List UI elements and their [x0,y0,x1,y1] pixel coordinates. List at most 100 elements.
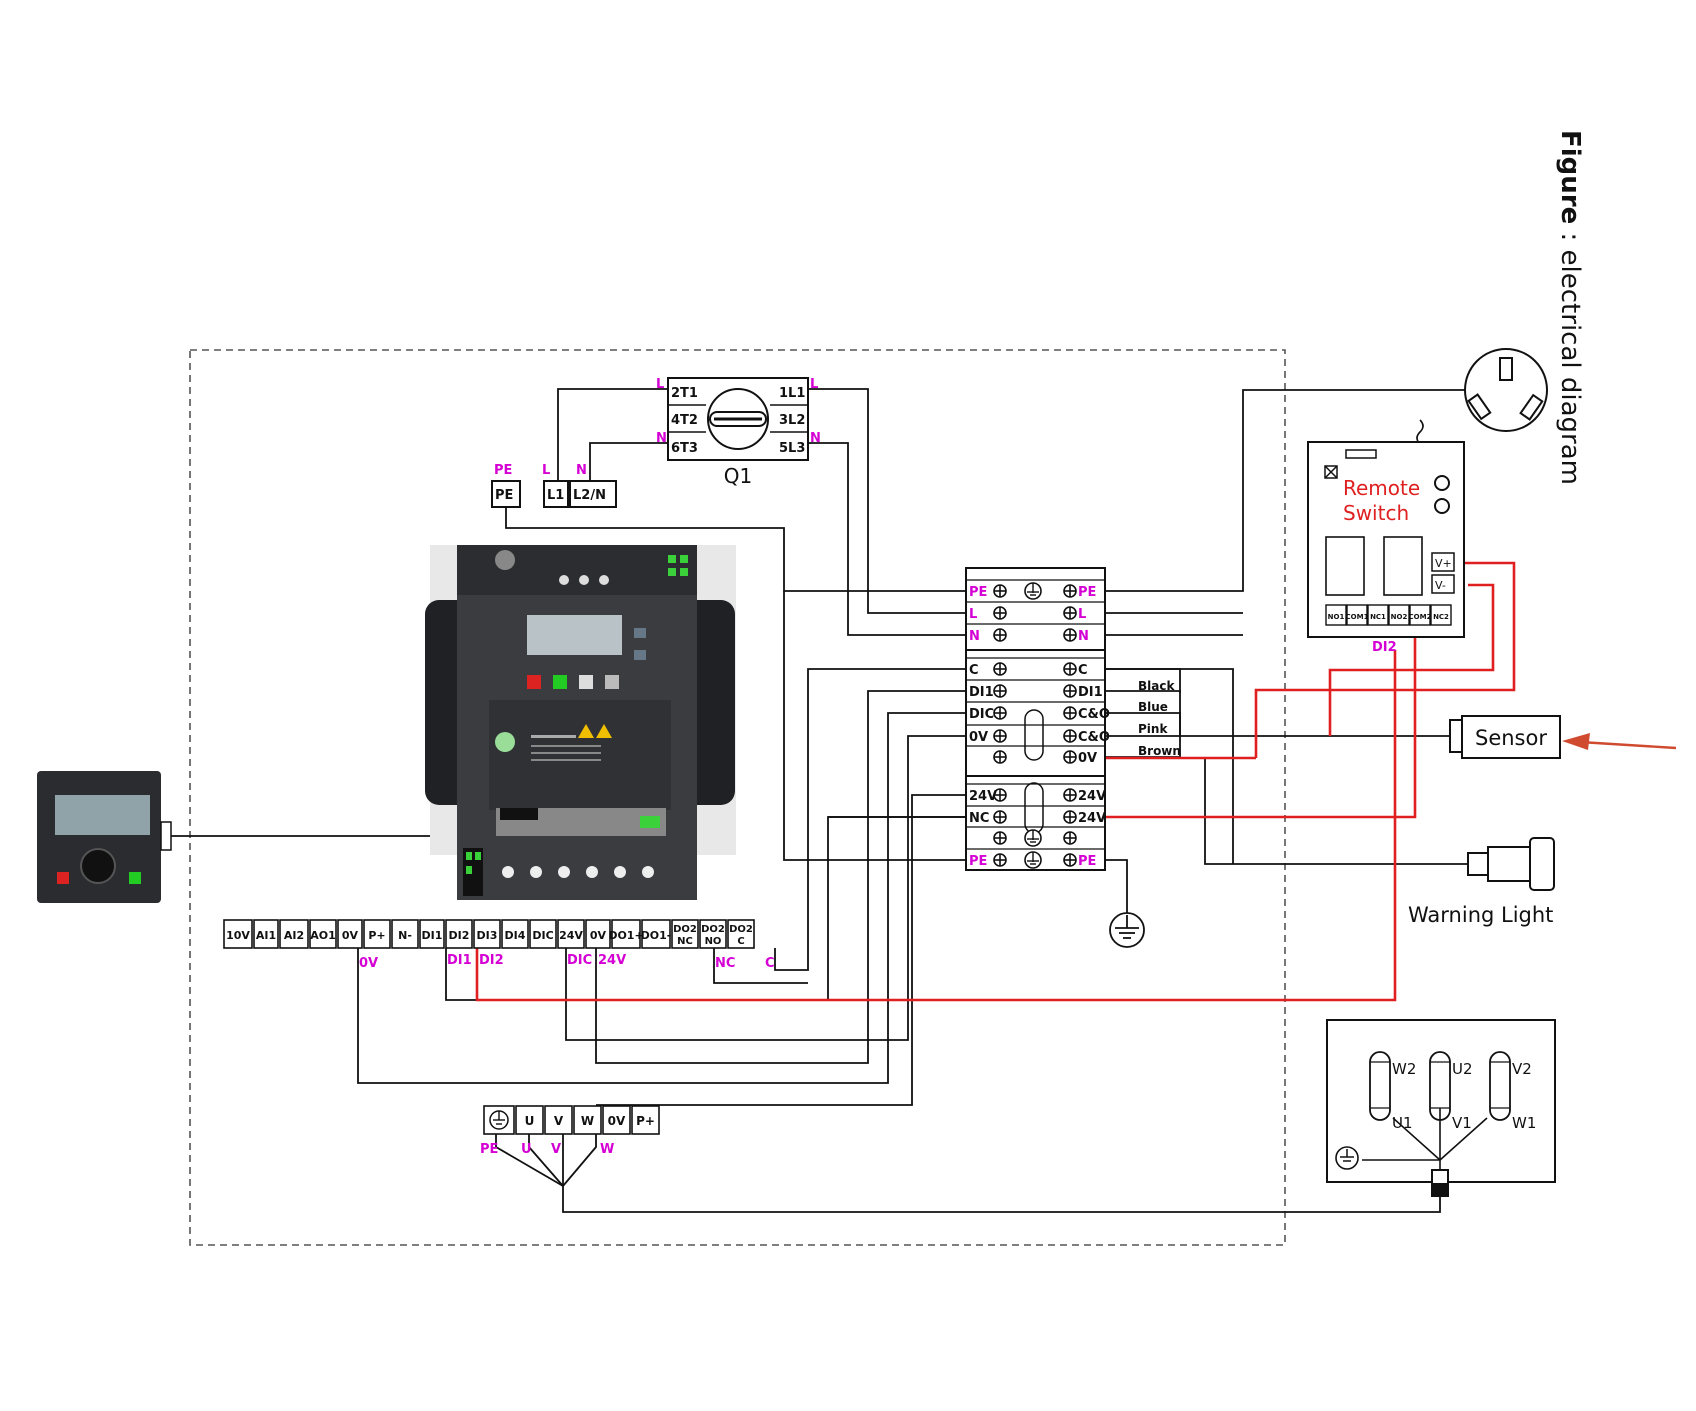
q1-2t1: 2T1 [671,386,698,401]
ctrl-mark-nc: NC [715,956,735,971]
relay-1 [1325,536,1365,596]
terminal-screw-icon [1063,684,1077,698]
pwr-mark-w: W [600,1142,614,1157]
terminal-screw-icon [993,628,1007,642]
vfd-drive [425,545,736,900]
sensor-label: Sensor [1475,726,1547,750]
ctrl-terminal-label: 0V [342,929,359,942]
motor-link-icon [1489,1051,1511,1121]
tb-left-label: L [969,607,977,622]
terminal-screw-icon [1063,831,1077,845]
pwr-mark-u: U [521,1142,532,1157]
tb-right-label: C [1078,663,1088,678]
vfd-red-button [527,675,541,689]
q1-6t3: 6T3 [671,441,698,456]
tb-bridge-icon [1024,709,1044,761]
ctrl-terminal-label: DO1- [641,929,672,942]
q1-mark-l-right: L [810,377,818,392]
motor-bottom-label: W1 [1512,1114,1536,1132]
q1-mark-n-right: N [810,431,821,446]
remote-pin-label: NO1 [1328,613,1345,621]
ctrl-terminal-label: C [737,936,744,947]
q1-mark-l-left: L [656,377,664,392]
ctrl-terminal-label: AO1 [310,929,336,942]
ctrl-mark-0v: 0V [359,956,378,971]
supply-terminals: PE L1 L2/N PE L N [491,463,617,508]
remote-pin-label: NO2 [1391,613,1408,621]
arrowhead-icon [1562,733,1590,750]
ctrl-mark-c: C [765,956,775,971]
motor-link-icon [1369,1051,1391,1121]
supply-l2n: L2/N [573,488,606,503]
relay-2 [1383,536,1423,596]
pwr-terminal-label: V [554,1114,564,1128]
motor-top-label: U2 [1452,1060,1473,1078]
motor-ground-icon [1335,1146,1359,1170]
tb-left-label: PE [969,854,987,869]
remote-pin-label: COM1 [1346,613,1369,621]
wire-black-label: Black [1138,679,1175,693]
ctrl-terminal-label: AI2 [284,929,304,942]
power-socket-icon [1464,348,1548,432]
q1-label: Q1 [724,464,752,488]
tb-left-label: 0V [969,730,988,745]
wire-color-labels: Black Blue Pink Brown [1138,679,1181,758]
terminal-screw-icon [993,831,1007,845]
pwr-mark-pe: PE [480,1142,498,1157]
tb-ground-icon [1024,829,1042,847]
supply-mark-l: L [542,463,550,478]
terminal-screw-icon [993,606,1007,620]
tb-ground-icon [1024,582,1042,600]
terminal-screw-icon [1063,706,1077,720]
tb-left-label: PE [969,585,987,600]
tb-right-label: C&O [1078,707,1110,722]
warning-light: Warning Light [1408,837,1555,927]
q1-3l2: 3L2 [779,413,805,428]
remote-switch-title-1: Remote [1343,476,1420,500]
pwr-terminal-label: W [581,1114,594,1128]
wire-pink-label: Pink [1138,722,1168,736]
terminal-screw-icon [993,662,1007,676]
pwr-mark-v: V [551,1142,561,1157]
motor-bottom-label: U1 [1392,1114,1413,1132]
figure-caption: Figure : electrical diagram [1555,130,1585,485]
terminal-screw-icon [993,584,1007,598]
tb-right-label: N [1078,629,1089,644]
supply-l1: L1 [547,488,564,503]
operator-panel [37,771,172,903]
power-terminal-marks: PE U V W [480,1142,614,1157]
remote-switch-title-2: Switch [1343,501,1409,525]
tb-right-label: 0V [1078,751,1097,766]
wires-black [170,388,1470,1213]
tb-left-label: N [969,629,980,644]
terminal-screw-icon [1063,729,1077,743]
ctrl-terminal-label: DO2 [673,924,697,935]
ctrl-terminal-label: AI1 [256,929,276,942]
terminal-screw-icon [993,684,1007,698]
tb-left-label: NC [969,811,989,826]
terminal-screw-icon [1063,810,1077,824]
vfd-display [527,615,622,655]
q1-4t2: 4T2 [671,413,698,428]
arrow-icon [1579,740,1677,750]
terminal-screw-icon [993,810,1007,824]
terminal-screw-icon [993,706,1007,720]
tb-right-label: L [1078,607,1086,622]
ctrl-terminal-label: DI1 [422,929,443,942]
tb-left-label: DIC [969,707,994,722]
ctrl-terminal-label: DO1+ [608,929,643,942]
ctrl-terminal-label: DI4 [505,929,526,942]
supply-pe: PE [495,488,513,503]
terminal-screw-icon [993,750,1007,764]
terminal-screw-icon [993,853,1007,867]
tb-right-label: C&O [1078,730,1110,745]
remote-di2-mark: DI2 [1372,640,1397,655]
tb-right-label: PE [1078,585,1096,600]
motor-top-label: V2 [1512,1060,1532,1078]
terminal-screw-icon [993,729,1007,743]
vfd-green-button [553,675,567,689]
control-terminal-marks: 0V DI1 DI2 DIC 24V NC C [359,953,775,971]
